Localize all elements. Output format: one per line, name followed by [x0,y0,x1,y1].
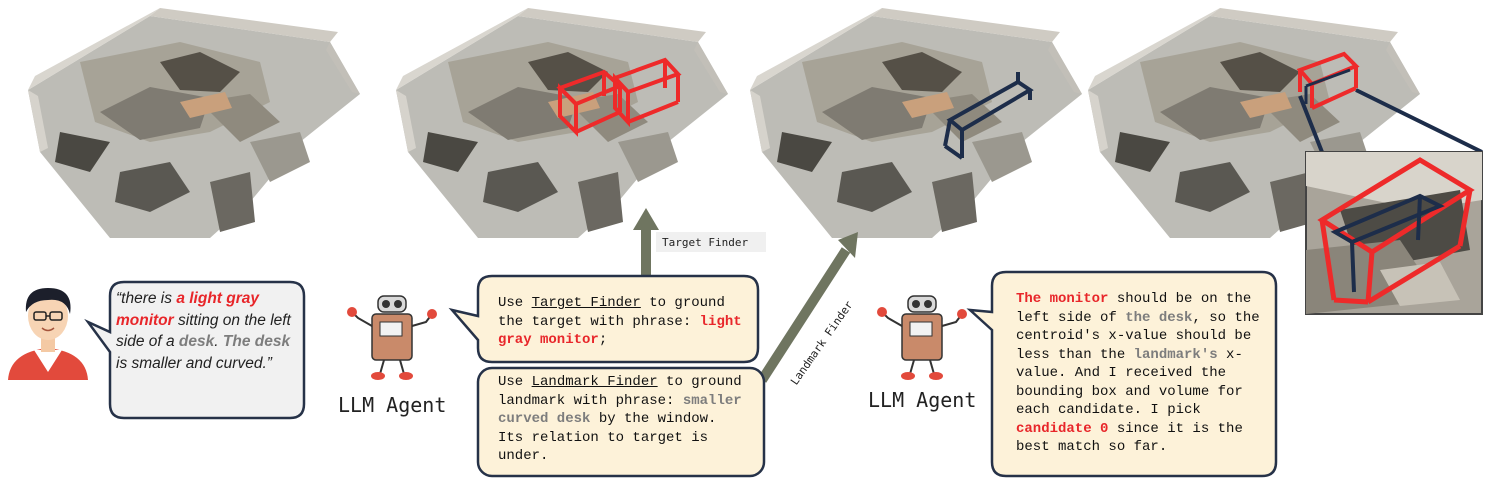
bubble-right-p4: since it is the best match so far. [1016,420,1243,456]
agent-bubble-top-text: Use Target Finder to ground the target w… [498,294,748,350]
bubble-right-p1: should be on the left side of [1016,291,1252,326]
target-candidate-box-2 [611,57,682,128]
scene-1 [28,8,360,238]
bubble-bottom-p1: Use [498,374,532,390]
user-query-open: “there is [116,290,177,307]
agent-label-left: LLM Agent [338,393,447,417]
bubble-right-t1: The monitor [1016,291,1109,307]
user-query-article: a [165,333,179,350]
user-bubble [84,280,306,420]
user-query-mid: sitting on the left side of [116,311,291,351]
bubble-right-p3: x-value. And I received the bounding box… [1016,346,1243,419]
scene-3 [750,8,1082,238]
user-query-dot: . [214,333,223,350]
robot-icon [347,295,437,380]
arrow-target-finder [633,208,659,282]
agent-bubble-bottom [476,366,766,478]
arrow-landmark-finder [757,232,858,383]
landmark-phrase-2: The desk [222,333,291,350]
bubble-right-p2: , so the centroid's x-value should be le… [1016,309,1260,363]
bubble-top-p1: Use [498,295,532,311]
agent-bubble-bottom-text: Use Landmark Finder to ground landmark w… [498,373,748,466]
bubble-right-t4: candidate 0 [1016,420,1109,437]
selected-landmark-box [1304,68,1351,104]
user-query: “there is a light gray monitor sitting o… [116,288,302,374]
bubble-top-phrase: light gray monitor [498,313,742,349]
agent-bubble-top [448,274,760,364]
agent-bubble-right [966,270,1278,478]
agent-bubble-right-text: The monitor should be on the left side o… [1016,290,1262,457]
bubble-bottom-phrase: smaller curved desk [498,392,742,428]
target-phrase: a light gray monitor [116,290,259,329]
target-finder-tag: Target Finder [662,236,749,249]
bubble-right-t2: the desk [1125,309,1193,326]
bubble-top-p3: ; [598,332,608,348]
agent-label-right: LLM Agent [868,388,977,412]
bubble-right-t3: landmark's [1133,346,1218,363]
bubble-bottom-tool: Landmark Finder [531,374,658,390]
landmark-box [943,72,1034,160]
zoom-inset [1305,151,1483,315]
landmark-phrase: desk [178,333,215,350]
selected-target-box [1296,51,1360,110]
zoom-line-left [1298,95,1324,153]
zoom-line-right [1355,88,1483,154]
bubble-bottom-p2: to ground landmark with phrase: [498,374,742,409]
robot-icon-right [877,295,967,380]
person-icon [8,288,88,380]
bubble-bottom-p3: by the window. Its relation to target is… [498,411,717,464]
bubble-top-p2: to ground the target with phrase: [498,295,725,330]
bubble-top-tool: Target Finder [531,295,641,311]
target-finder-tag-bg [656,232,766,252]
user-query-end: is smaller and curved.” [116,354,272,372]
scene-2 [396,8,728,238]
